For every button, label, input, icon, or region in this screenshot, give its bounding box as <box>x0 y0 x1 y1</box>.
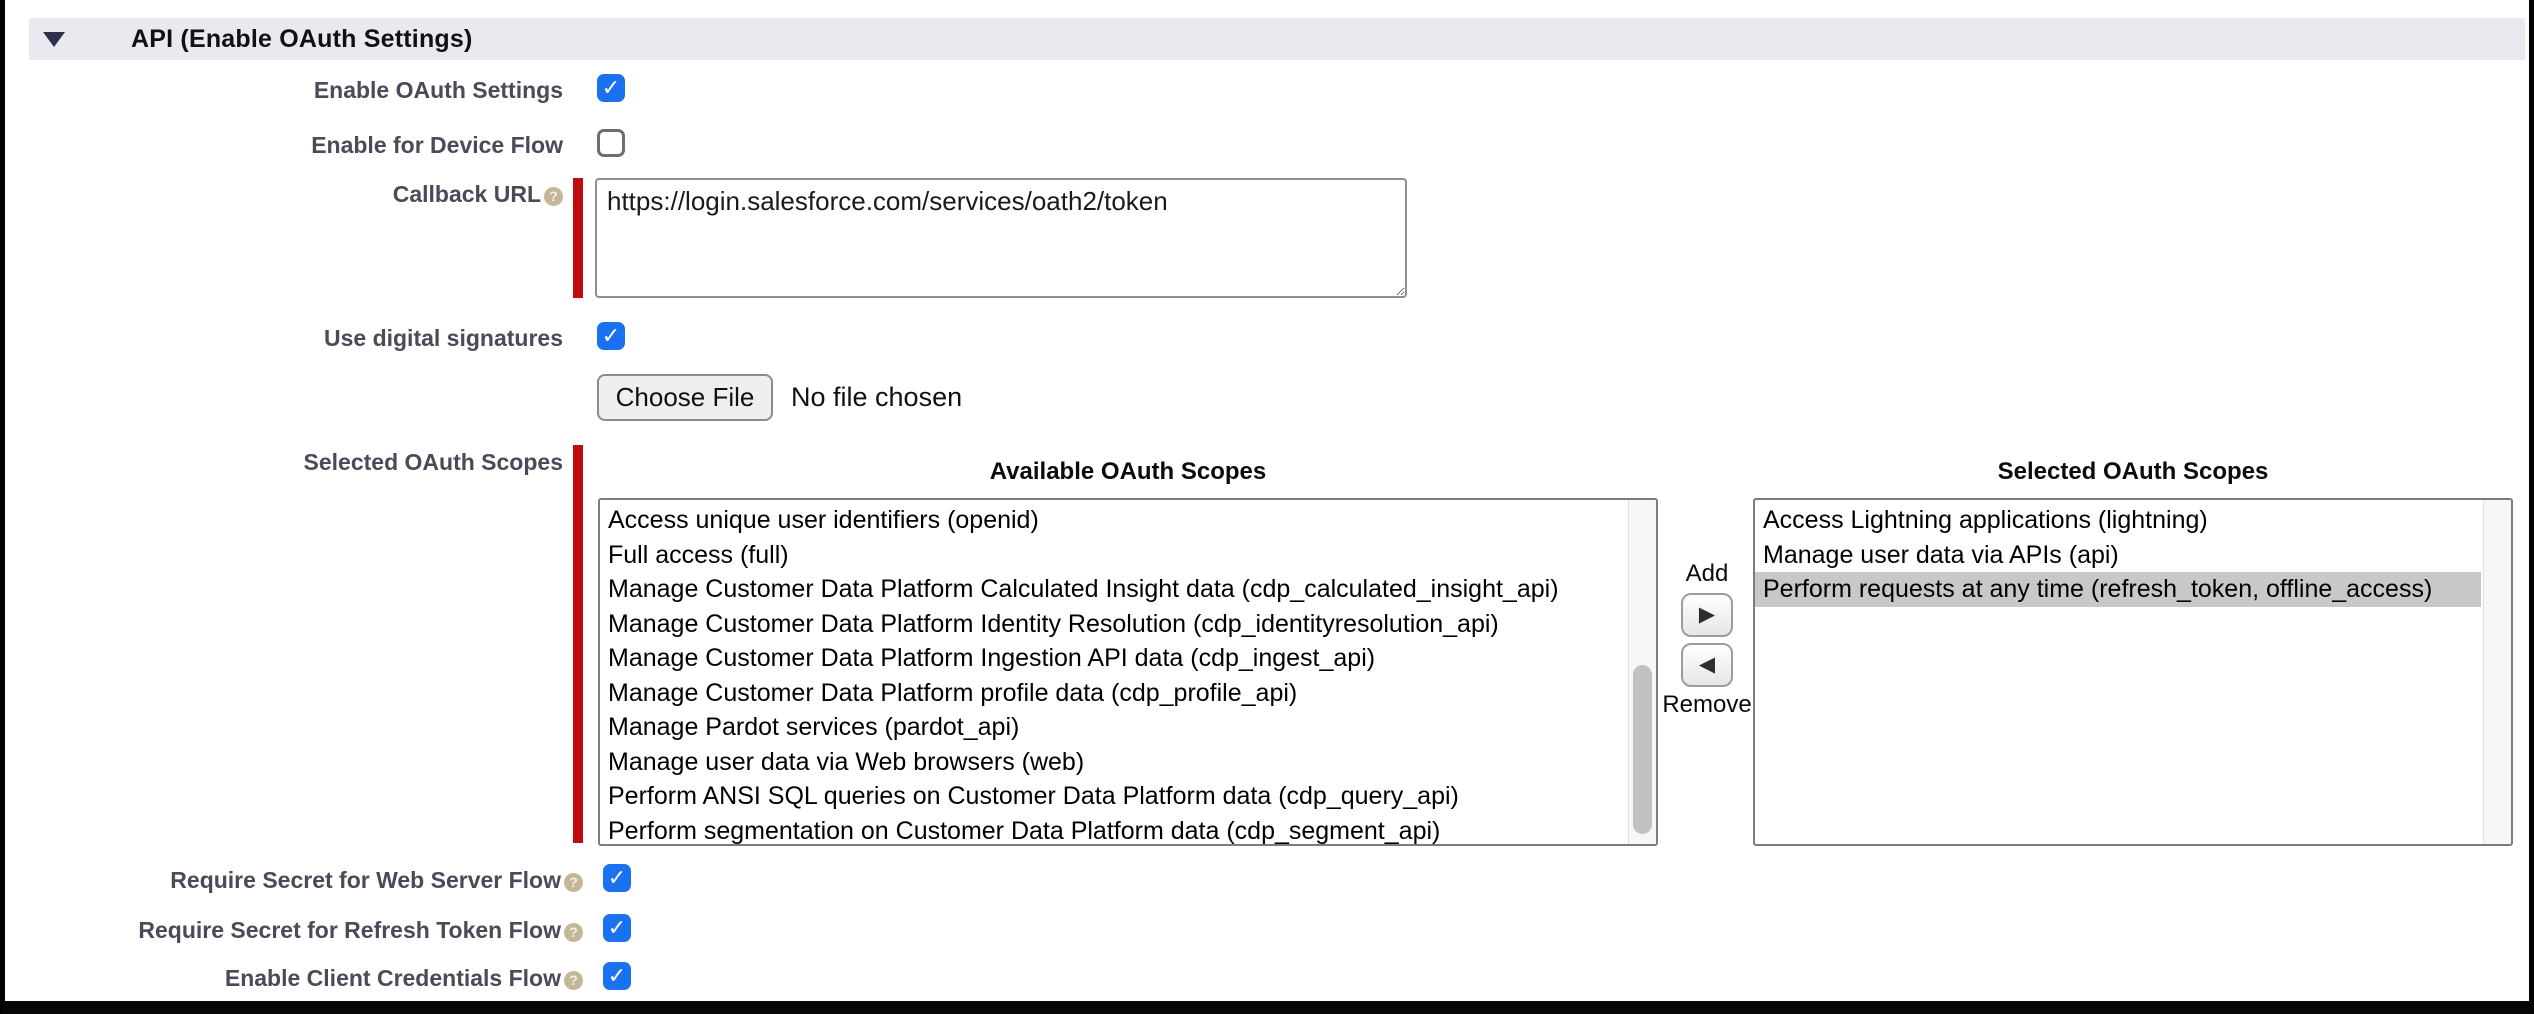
help-icon[interactable]: ? <box>564 873 583 892</box>
enable-oauth-label: Enable OAuth Settings <box>313 77 563 103</box>
scope-option[interactable]: Perform requests at any time (refresh_to… <box>1755 572 2481 607</box>
device-flow-label: Enable for Device Flow <box>311 132 563 158</box>
add-label: Add <box>1685 560 1729 587</box>
scope-option[interactable]: Manage Customer Data Platform profile da… <box>608 678 1298 707</box>
scope-option[interactable]: Manage Customer Data Platform Calculated… <box>608 575 1559 603</box>
help-icon[interactable]: ? <box>564 923 583 942</box>
digital-signatures-checkbox[interactable]: ✓ <box>597 322 625 350</box>
help-icon[interactable]: ? <box>564 971 583 990</box>
require-secret-refresh-label: Require Secret for Refresh Token Flow? <box>5 916 583 944</box>
callback-url-label: Callback URL? <box>5 180 563 208</box>
oauth-scopes-label: Selected OAuth Scopes <box>303 449 563 475</box>
scrollbar-track[interactable] <box>1628 500 1656 844</box>
section-title: API (Enable OAuth Settings) <box>131 24 473 53</box>
scope-option[interactable]: Full access (full) <box>608 540 789 569</box>
scope-option[interactable]: Manage Customer Data Platform Identity R… <box>608 609 1499 638</box>
check-icon: ✓ <box>607 865 627 890</box>
require-secret-web-label: Require Secret for Web Server Flow? <box>5 866 583 894</box>
scope-option[interactable]: Access unique user identifiers (openid) <box>608 506 1039 534</box>
scope-option[interactable]: Manage Customer Data Platform Ingestion … <box>608 644 1376 672</box>
client-credentials-label: Enable Client Credentials Flow? <box>5 964 583 992</box>
selected-scopes-listbox[interactable]: Access Lightning applications (lightning… <box>1753 498 2513 846</box>
enable-oauth-checkbox[interactable]: ✓ <box>597 74 625 102</box>
right-arrow-icon: ▶ <box>1698 603 1716 626</box>
scope-option[interactable]: Manage user data via APIs (api) <box>1763 540 2119 569</box>
available-scopes-listbox[interactable]: Access unique user identifiers (openid) F… <box>598 498 1658 846</box>
remove-scope-button[interactable]: ◀ <box>1681 643 1733 687</box>
digital-signatures-label: Use digital signatures <box>323 325 563 351</box>
help-icon[interactable]: ? <box>544 187 563 206</box>
client-credentials-checkbox[interactable]: ✓ <box>603 962 631 990</box>
add-scope-button[interactable]: ▶ <box>1681 593 1733 637</box>
scrollbar-thumb[interactable] <box>1633 665 1652 834</box>
check-icon: ✓ <box>601 323 621 348</box>
required-indicator <box>573 178 583 298</box>
check-icon: ✓ <box>607 915 627 940</box>
available-scopes-header: Available OAuth Scopes <box>989 458 1267 485</box>
scope-option[interactable]: Perform ANSI SQL queries on Customer Dat… <box>608 782 1459 810</box>
left-arrow-icon: ◀ <box>1698 653 1716 676</box>
device-flow-checkbox[interactable] <box>597 129 625 157</box>
scope-option[interactable]: Manage Pardot services (pardot_api) <box>608 713 1020 741</box>
scope-option[interactable]: Manage user data via Web browsers (web) <box>608 747 1085 776</box>
callback-url-input[interactable]: https://login.salesforce.com/services/oa… <box>595 178 1407 298</box>
require-secret-refresh-checkbox[interactable]: ✓ <box>603 914 631 942</box>
scope-option[interactable]: Access Lightning applications (lightning… <box>1763 506 2208 534</box>
section-header[interactable]: API (Enable OAuth Settings) <box>29 18 2525 60</box>
selected-scopes-header: Selected OAuth Scopes <box>1997 458 2269 485</box>
require-secret-web-checkbox[interactable]: ✓ <box>603 864 631 892</box>
check-icon: ✓ <box>601 75 621 100</box>
choose-file-button[interactable]: Choose File <box>597 374 773 421</box>
check-icon: ✓ <box>607 963 627 988</box>
file-chosen-status: No file chosen <box>791 382 963 412</box>
scrollbar-track[interactable] <box>2483 500 2511 844</box>
scope-option[interactable]: Perform segmentation on Customer Data Pl… <box>608 816 1441 845</box>
remove-label: Remove <box>1662 691 1752 718</box>
required-indicator <box>573 445 583 843</box>
section-collapse-icon[interactable] <box>43 31 65 47</box>
